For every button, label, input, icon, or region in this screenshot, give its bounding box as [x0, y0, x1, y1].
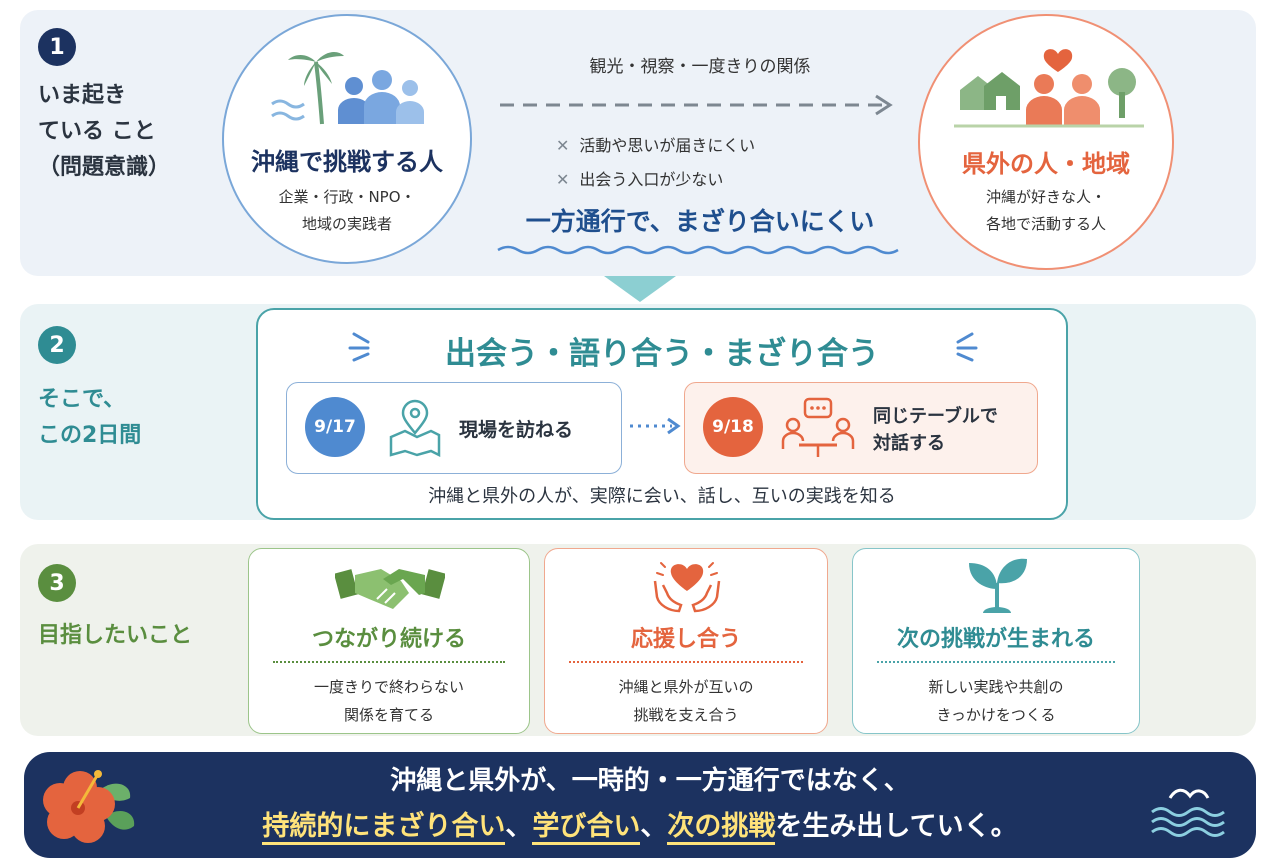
section-number-2: 2 [38, 326, 76, 364]
dotted-arrow [630, 417, 681, 435]
palm-tree-icon [288, 52, 344, 125]
outside-people-subtitle: 沖縄が好きな人・ 各地で活動する人 [985, 188, 1106, 233]
banner-ending: を生み出していく。 [775, 811, 1018, 842]
relation-label: 観光・視察・一度きりの関係 [589, 57, 811, 77]
goal-title: 応援し合う [630, 627, 741, 652]
program-headline: 出会う・語り合う・まざり合う [445, 336, 879, 372]
goal-title: つながり続ける [311, 627, 466, 652]
okinawa-challengers-subtitle: 企業・行政・NPO・ 地域の実践者 [278, 188, 416, 233]
map-pin-icon [389, 399, 441, 457]
highlight-mix: 持続的にまざり合い [262, 811, 506, 845]
dashed-arrow-right [500, 94, 893, 116]
heart-hands-icon [653, 562, 721, 613]
banner-line-1: 沖縄と県外が、一時的・一方通行ではなく、 [390, 766, 910, 796]
day2-text: 同じテーブルで 対話する [873, 406, 998, 454]
sparkle-right-icon [956, 332, 978, 362]
separator: 、 [640, 811, 668, 842]
banner-line-2: 持続的にまざり合い、学び合い、次の挑戦を生み出していく。 [140, 804, 1140, 845]
down-arrow [604, 276, 676, 302]
cross-icon: ✕ [556, 170, 570, 189]
day1-text: 現場を訪ねる [459, 419, 574, 441]
houses-icon [960, 72, 1020, 110]
heart-icon [1043, 49, 1073, 72]
goal-subtitle: 一度きりで終わらない 関係を育てる [313, 678, 464, 724]
okinawa-people-illustration [271, 52, 424, 125]
handshake-icon [335, 569, 445, 609]
highlight-challenge: 次の挑戦 [667, 811, 776, 845]
outside-people-circle: 県外の人・地域 沖縄が好きな人・ 各地で活動する人 [918, 14, 1174, 270]
section-number-1: 1 [38, 28, 76, 66]
goal-card-continue: つながり続ける 一度きりで終わらない 関係を育てる [248, 548, 530, 734]
hibiscus-icon [43, 770, 135, 843]
sparkle-left-icon [348, 332, 370, 362]
divider [877, 661, 1115, 663]
outside-people-title: 県外の人・地域 [962, 150, 1130, 178]
tree-icon [1108, 68, 1136, 118]
section-1-label: いま起き ている こと （問題意識） [38, 83, 171, 180]
day1-card: 9/17 現場を訪ねる [286, 382, 622, 474]
vision-banner [24, 752, 1256, 858]
wave-underline [497, 245, 899, 255]
table-talk-icon [781, 397, 855, 457]
okinawa-challengers-circle: 沖縄で挑戦する人 企業・行政・NPO・ 地域の実践者 [222, 14, 472, 264]
waves-icon [1151, 788, 1225, 837]
goal-subtitle: 新しい実践や共創の きっかけをつくる [928, 678, 1064, 724]
people-icon [1026, 74, 1100, 126]
sprout-icon [969, 558, 1027, 613]
goal-card-next-challenge: 次の挑戦が生まれる 新しい実践や共創の きっかけをつくる [852, 548, 1140, 734]
problem-summary: 一方通行で、まざり合いにくい [525, 207, 875, 236]
program-caption: 沖縄と県外の人が、実際に会い、話し、互いの実践を知る [428, 486, 896, 507]
people-icon [338, 70, 424, 124]
okinawa-challengers-title: 沖縄で挑戦する人 [251, 148, 443, 176]
goal-title: 次の挑戦が生まれる [896, 627, 1095, 652]
separator: 、 [505, 811, 533, 842]
highlight-learn: 学び合い [532, 811, 641, 845]
divider [273, 661, 505, 663]
day1-date: 9/17 [305, 397, 365, 457]
goal-card-support: 応援し合う 沖縄と県外が互いの 挑戦を支え合う [544, 548, 828, 734]
section-2-label: そこで、 この2日間 [38, 387, 142, 448]
problem-item-1: ✕活動や思いが届きにくい [556, 136, 756, 155]
problem-item-2: ✕出会う入口が少ない [556, 170, 724, 189]
divider [569, 661, 803, 663]
day2-date: 9/18 [703, 397, 763, 457]
section-number-3: 3 [38, 564, 76, 602]
day2-card: 9/18 同じテーブルで 対話する [684, 382, 1038, 474]
outside-people-illustration [954, 49, 1144, 128]
goal-subtitle: 沖縄と県外が互いの 挑戦を支え合う [618, 678, 754, 724]
section-3-label: 目指したいこと [38, 623, 193, 648]
cross-icon: ✕ [556, 136, 570, 155]
